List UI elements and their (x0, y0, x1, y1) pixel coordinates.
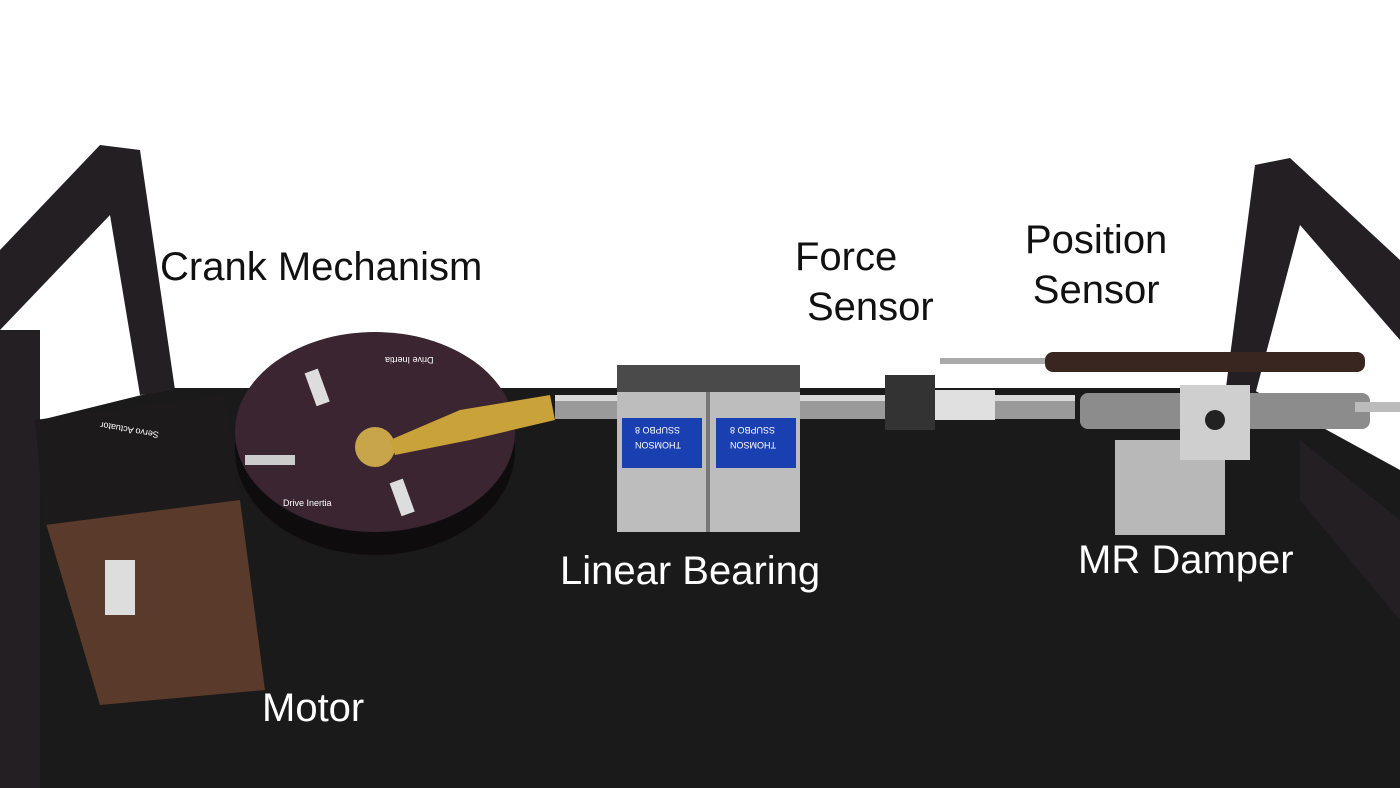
motor-body (45, 500, 265, 705)
crank-hub (355, 427, 395, 467)
position-sensor (1045, 352, 1365, 372)
disc-label-top: Drive Inertia (385, 355, 434, 365)
label-position-line2: Sensor (1032, 268, 1160, 312)
label-linear-bearing: Linear Bearing (560, 549, 821, 593)
label-position-sensor: Position Sensor (1025, 215, 1167, 315)
label-position-line1: Position (1025, 218, 1168, 262)
bearing-brand-right: THOMSON (730, 440, 776, 450)
bearing-model-right: SSUPBO 8 (730, 425, 776, 435)
motor-top (35, 395, 240, 525)
bearing-brand-left: THOMSON (635, 440, 681, 450)
label-motor: Motor (262, 686, 365, 730)
label-force-line1: Force (795, 235, 898, 279)
disc-label-bottom: Drive Inertia (283, 498, 332, 508)
bearing-label-left (622, 418, 702, 468)
bearing-model-left: SSUPBO 8 (635, 425, 681, 435)
force-sensor-body (885, 375, 935, 430)
label-crank-mechanism: Crank Mechanism (160, 245, 483, 289)
bearing-top (617, 365, 800, 395)
label-force-line2: Sensor (807, 285, 934, 329)
left-frame (0, 145, 175, 788)
label-force-sensor: Force Sensor (795, 232, 934, 332)
label-mr-damper: MR Damper (1078, 538, 1294, 582)
bearing-label-right (716, 418, 796, 468)
connecting-rod (390, 395, 555, 455)
right-frame (1225, 158, 1400, 620)
